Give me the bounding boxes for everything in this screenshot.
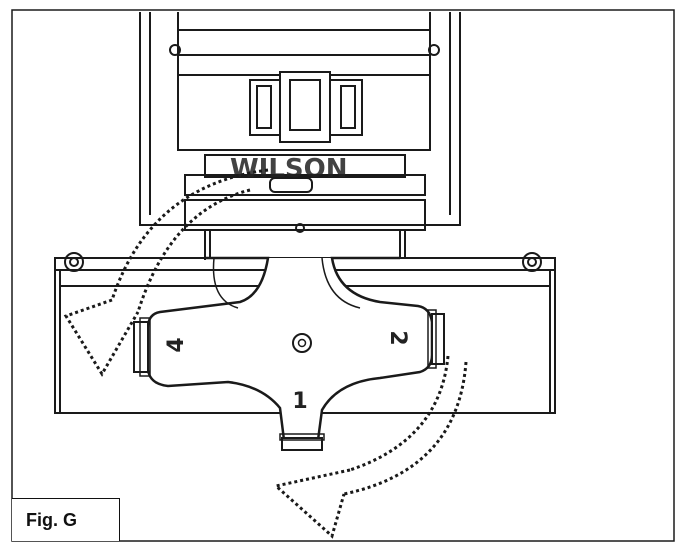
figure-caption: Fig. G	[26, 510, 77, 530]
figure-frame	[11, 9, 675, 542]
position-label-4: 4	[164, 337, 189, 352]
motor-housing	[139, 12, 461, 231]
position-label-1: 1	[292, 389, 307, 414]
figure-caption-box: Fig. G	[12, 498, 120, 541]
brand-text: WILSON	[230, 154, 348, 184]
rotating-cross-head	[133, 256, 445, 451]
position-label-2: 2	[385, 330, 410, 345]
neck	[204, 223, 406, 260]
rotation-arrow-icon	[63, 168, 468, 539]
